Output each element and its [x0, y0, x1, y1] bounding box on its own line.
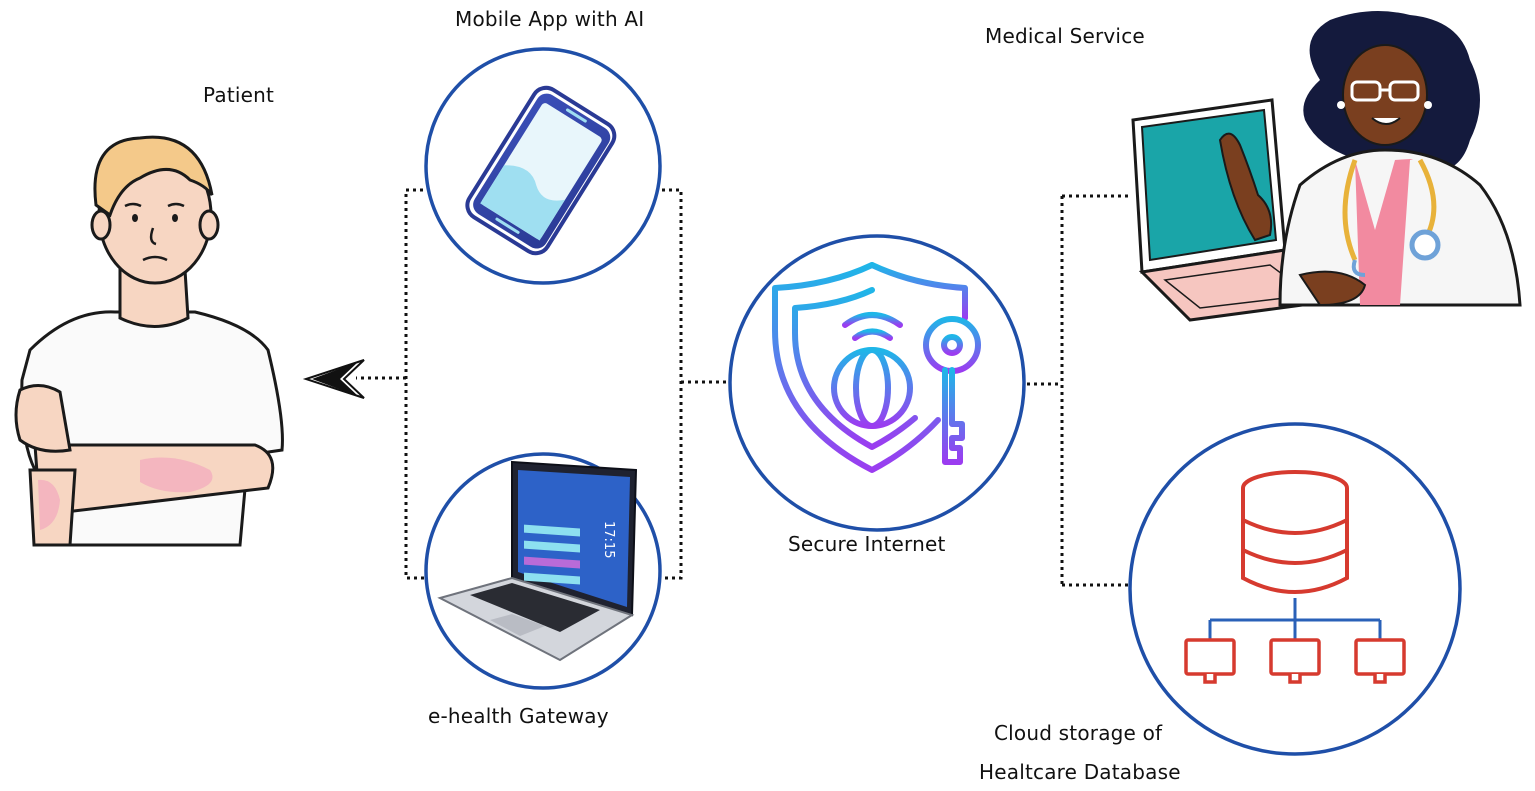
label-patient: Patient — [203, 83, 274, 107]
shield-globe-key-icon — [772, 262, 981, 473]
arrow-left-icon — [302, 359, 365, 399]
patient-illustration — [14, 135, 284, 547]
cloud-database-node — [1128, 422, 1462, 756]
monitor-icon — [1269, 638, 1321, 676]
label-cloud-line1: Cloud storage of — [994, 721, 1163, 745]
monitor-icon — [1184, 638, 1236, 676]
smartphone-icon — [465, 85, 617, 256]
medical-service-illustration — [1131, 11, 1522, 322]
monitor-icons — [1184, 638, 1406, 684]
connector-lines — [356, 188, 1130, 587]
secure-internet-node — [728, 234, 1026, 532]
label-cloud-line2: Healtcare Database — [979, 760, 1181, 784]
network-lines — [1208, 598, 1382, 640]
connector-gateway-bus — [404, 188, 430, 580]
connector-mobile-to-internet — [655, 188, 683, 580]
label-gateway: e-health Gateway — [428, 704, 609, 728]
monitor-icon — [1354, 638, 1406, 676]
laptop-icon: 17:15 — [437, 460, 638, 662]
laptop-clock-text: 17:15 — [601, 521, 616, 558]
label-medical-service: Medical Service — [985, 24, 1145, 48]
label-secure-internet: Secure Internet — [788, 532, 946, 556]
gateway-node: 17:15 — [424, 452, 662, 690]
mobile-app-node — [424, 47, 662, 285]
label-mobile-app: Mobile App with AI — [455, 7, 644, 31]
database-icon — [1241, 470, 1349, 594]
